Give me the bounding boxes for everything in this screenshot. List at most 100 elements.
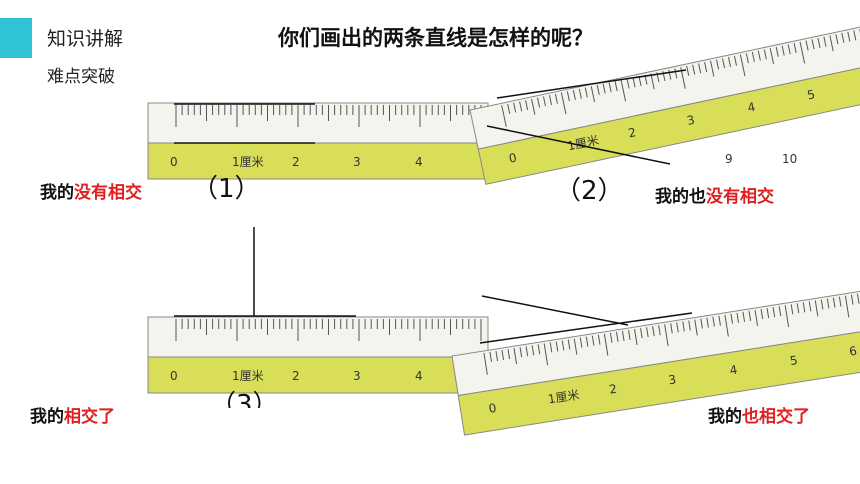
ruler-tick [772,307,776,318]
ruler-tick [790,304,794,315]
ruler-tick [495,350,499,362]
ruler-tick [769,48,775,64]
ruler-tick [560,92,567,115]
ruler-tick [802,302,806,313]
ruler-tick [811,39,815,50]
ruler-tick [706,317,709,328]
ruler-tick [838,296,842,307]
caption-2: 我的也没有相交 [655,182,774,207]
ruler2-label-1cm: 1厘米 [232,369,264,383]
ruler-tick [823,36,827,47]
ruler-tick [561,340,565,351]
ruler-label-1cm: 1厘米 [232,155,264,169]
ruler-tick [489,351,493,362]
ruler-tick [775,46,779,57]
hidden-ruler-label-10: 10 [782,152,797,166]
ruler-tick [555,341,559,352]
ruler-tick [507,349,511,360]
ruler-bottom-straight: 0 1厘米 2 3 4 [147,316,489,394]
ruler-tick [799,41,806,64]
ruler-tick [513,348,518,365]
ruler-tick [585,336,589,347]
ruler-tick [727,57,732,67]
caption-4-highlight: 也相交了 [742,407,810,427]
ruler-tick [793,43,797,54]
ruler-tick [501,350,505,361]
ruler-tick [658,325,661,336]
tilted-label-0: 0 [508,151,518,166]
ruler-tick [853,30,857,41]
ruler-tick [620,79,627,102]
ruler-tick [686,65,690,76]
ruler-tick [754,309,759,326]
ruler-tick [716,59,720,70]
caption-1: 我的没有相交 [40,178,142,203]
ruler-tick [742,311,746,322]
ruler-tick [668,69,672,80]
ruler-tick [650,73,655,90]
line-2b [486,125,671,165]
ruler-tick [704,62,708,73]
figure-number-3: （3） [210,390,279,408]
ruler-tick [778,306,782,317]
ruler-tick [596,84,600,95]
ruler-tick [674,68,678,79]
ruler-tick [543,343,549,366]
ruler2-label-0: 0 [170,369,178,383]
ruler-tick [566,91,570,102]
ruler-tick [614,81,618,92]
ruler-tick [844,295,850,318]
ruler-top-straight: 0 1厘米 2 3 4 [147,102,489,180]
ruler-tick [781,45,785,56]
ruler-tick [733,55,737,66]
ruler-tick [664,324,669,347]
ruler-tick [760,308,764,320]
ruler-tick [718,315,721,326]
ruler-tick [694,319,698,336]
ruler-tick [841,32,845,43]
ruler-label-2: 2 [292,155,300,169]
ruler-tick [603,333,609,356]
ruler-tick [638,76,642,87]
caption-3-prefix: 我的 [30,407,64,427]
ruler-tick [573,338,578,355]
ruler-tick [692,64,696,75]
ruler-label-4: 4 [415,155,423,169]
ruler2-label-4: 4 [415,369,423,383]
ruler-tick [572,89,576,100]
ruler-tick [608,82,612,93]
ruler-tick [796,303,800,314]
ruler-tick [724,314,729,337]
ruler-tick [646,327,649,338]
tilted2-label-1cm: 1厘米 [547,388,580,407]
ruler-bottom-tilted: 0 1厘米 2 3 4 5 6 [451,289,860,436]
ruler-tick [501,105,507,127]
section-title: 知识讲解 [47,28,124,50]
tilted2-label-3: 3 [667,372,677,387]
tilted-label-4: 4 [746,100,756,115]
tilted2-label-2: 2 [608,382,618,397]
ruler-tick [757,50,761,61]
caption-1-prefix: 我的 [40,183,74,203]
ruler-label-0: 0 [170,155,178,169]
ruler-tick [640,328,643,339]
ruler-tick [525,346,529,357]
ruler-tick [748,310,752,321]
ruler-tick [751,51,755,62]
ruler-tick [682,321,685,332]
tilted-label-3: 3 [686,113,696,128]
ruler-tick [670,323,673,334]
ruler-tick [549,342,553,353]
hidden-ruler-label-9: 9 [725,152,733,166]
ruler-tick [688,320,691,331]
ruler-tick [710,60,715,77]
ruler-tick [584,87,588,98]
ruler-tick [698,63,702,74]
ruler-tick [847,31,851,42]
ruler-tick [745,53,749,64]
ruler2-label-3: 3 [353,369,361,383]
ruler-tick [787,44,791,55]
line-4b [479,312,693,344]
ruler-tick [634,329,638,345]
